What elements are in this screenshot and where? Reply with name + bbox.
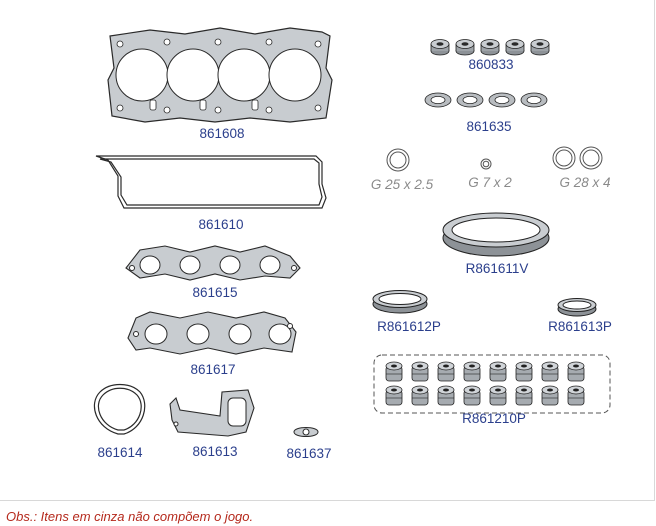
water-passage-gasket: [169, 389, 255, 437]
label-861613: 861613: [192, 444, 238, 459]
cam-seal-left: [372, 290, 428, 314]
label-R861611V: R861611V: [465, 261, 529, 276]
small-flange-gasket: [293, 427, 319, 437]
label-861617: 861617: [190, 362, 236, 377]
valve-seal-kit: [373, 354, 611, 414]
diagram-panel: 861608 860833 861635 861610 G 25 x 2.5 G…: [0, 0, 655, 501]
throttle-body-gasket: [93, 383, 146, 435]
gray-ring-g28: [552, 146, 603, 170]
label-861635: 861635: [466, 119, 512, 134]
gray-ring-g25: [386, 148, 410, 172]
label-R861210P: R861210P: [462, 411, 526, 426]
label-g25: G 25 x 2.5: [370, 177, 434, 192]
oring-row: [424, 92, 548, 108]
label-g28: G 28 x 4: [559, 175, 611, 190]
label-860833: 860833: [468, 57, 514, 72]
label-861615: 861615: [192, 285, 238, 300]
label-R861613P: R861613P: [548, 319, 612, 334]
head-gasket: [107, 27, 333, 123]
crank-seal-large: [442, 212, 550, 257]
intake-manifold-gasket: [125, 245, 301, 281]
label-861637: 861637: [286, 446, 332, 461]
stem-seals-row: [430, 39, 550, 56]
label-861608: 861608: [199, 126, 245, 141]
footnote: Obs.: Itens em cinza não compõem o jogo.: [6, 509, 254, 524]
label-g7: G 7 x 2: [468, 175, 512, 190]
parts-drawing: [93, 27, 611, 437]
cam-seal-right: [557, 298, 597, 317]
label-861614: 861614: [97, 445, 143, 460]
gray-ring-g7: [480, 158, 492, 170]
valve-cover-gasket: [95, 155, 327, 209]
exhaust-manifold-gasket: [127, 311, 297, 355]
label-R861612P: R861612P: [377, 319, 441, 334]
label-861610: 861610: [198, 217, 244, 232]
